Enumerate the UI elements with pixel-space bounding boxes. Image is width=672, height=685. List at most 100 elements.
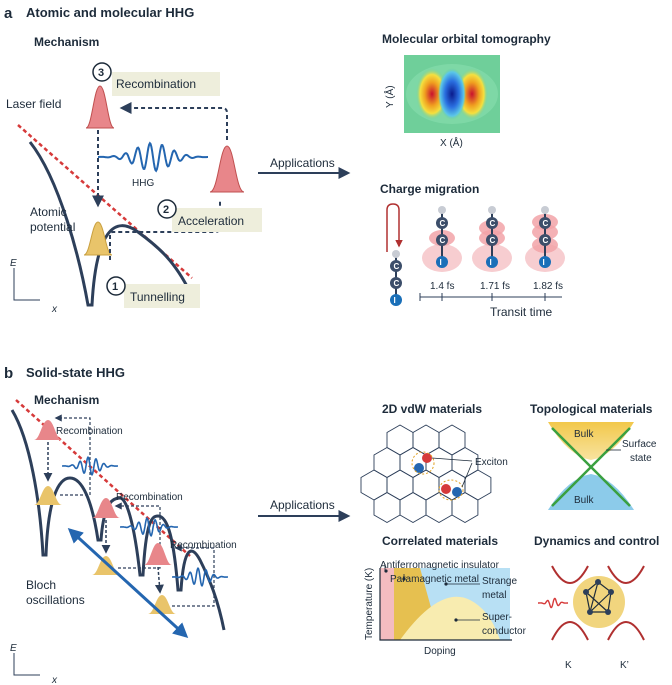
laser-field-label: Laser field — [6, 97, 61, 111]
phase-diagram — [379, 564, 512, 641]
panel-b-letter: b — [4, 365, 13, 382]
axis-x-b: x — [51, 675, 58, 685]
hhg-label: HHG — [132, 178, 154, 189]
atomic-potential-label-1: Atomic — [30, 205, 67, 219]
lattice-cell — [360, 469, 388, 501]
control-pulse — [538, 597, 568, 609]
axis-e-a: E — [10, 258, 17, 269]
lattice-cell — [399, 491, 427, 524]
lattice-cell — [412, 469, 440, 501]
molecule-atom-label: C — [440, 219, 446, 228]
afm-label: Antiferromagnetic insulator — [380, 560, 500, 571]
molecule-h-atom — [541, 206, 549, 214]
panel-a: a Atomic and molecular HHG Mechanism Las… — [4, 5, 565, 319]
strange-metal-label-1: Strange — [482, 576, 517, 587]
step2-label: Acceleration — [178, 214, 244, 228]
surface-label-1: Surface — [622, 439, 657, 450]
molecule-atom — [390, 277, 402, 289]
temperature-label: Temperature (K) — [364, 568, 375, 640]
panel-a-letter: a — [4, 5, 13, 22]
molecule-atom — [486, 217, 498, 229]
molecule-atom — [539, 256, 551, 268]
molecule-atom-label: C — [394, 262, 400, 271]
k-label: K — [565, 660, 572, 671]
valley-kp-upper — [607, 565, 645, 584]
exciton-label: Exciton — [475, 457, 508, 468]
step1-label: Tunnelling — [130, 290, 185, 304]
axis-e-b: E — [10, 643, 17, 654]
molecule-atom — [390, 260, 402, 272]
molecule-atom-label: C — [394, 279, 400, 288]
vdw-title: 2D vdW materials — [382, 402, 482, 416]
lattice-cell — [399, 446, 427, 479]
accelerated-wavepacket — [209, 145, 245, 193]
time-label: 1.4 fs — [430, 281, 454, 292]
step2-circle — [157, 199, 177, 219]
panel-b-title: Solid-state HHG — [26, 365, 125, 380]
transit-time-label: Transit time — [490, 305, 553, 319]
exciton-pair — [411, 451, 473, 501]
tomography-title: Molecular orbital tomography — [382, 32, 551, 46]
bulk-bottom-label: Bulk — [574, 495, 594, 506]
step1-number: 1 — [112, 281, 118, 293]
molecule-atom-label: I — [394, 296, 396, 305]
axis-x-a: x — [51, 304, 58, 315]
recombination-1: Recombination — [34, 414, 123, 505]
valley-k-upper — [551, 565, 589, 584]
lattice-cell — [412, 424, 440, 456]
step3-box — [112, 72, 220, 96]
tomography-y-label: Y (Å) — [383, 85, 396, 108]
molecule-atom-label: I — [440, 258, 442, 267]
lattice-cell — [425, 491, 453, 524]
lattice-cell — [386, 424, 414, 456]
charge-migration-title: Charge migration — [380, 182, 479, 196]
bloch-label-2: oscillations — [26, 593, 85, 607]
recombination-label-3: Recombination — [170, 540, 237, 551]
molecule-atom — [436, 234, 448, 246]
kp-label: K’ — [620, 660, 629, 671]
recombination-label-2: Recombination — [116, 492, 183, 503]
superconductor-label-2: conductor — [482, 626, 527, 637]
axes-a — [13, 268, 40, 301]
molecule-atom-label: C — [543, 236, 549, 245]
bulk-bottom — [548, 474, 634, 510]
panel-a-mechanism: Mechanism — [34, 35, 99, 49]
molecule-atom — [390, 294, 402, 306]
bound-wavepacket — [83, 221, 113, 256]
step1-circle — [106, 276, 126, 296]
step2-box — [172, 208, 262, 232]
time-label: 1.82 fs — [533, 281, 563, 292]
axes-b — [13, 653, 40, 676]
migration-arrow — [386, 203, 403, 252]
atomic-potential-label-2: potential — [30, 220, 75, 234]
returning-wavepacket — [85, 85, 115, 129]
molecule-atom — [539, 234, 551, 246]
molecule-atom-label: I — [543, 258, 545, 267]
topological-title: Topological materials — [530, 402, 653, 416]
lattice-cell — [373, 446, 401, 479]
doping-label: Doping — [424, 646, 456, 657]
recombination-label-1: Recombination — [56, 426, 123, 437]
tunnel-path — [109, 200, 221, 260]
panel-b-mechanism: Mechanism — [34, 393, 99, 407]
lattice-cell — [451, 446, 479, 479]
molecule-atom-label: C — [490, 236, 496, 245]
step2-number: 2 — [163, 204, 169, 216]
strange-metal-label-2: metal — [482, 590, 506, 601]
lattice-cell — [438, 424, 466, 456]
molecule-h-atom — [392, 250, 400, 258]
superconductor-label-1: Super- — [482, 612, 512, 623]
return-path — [119, 102, 228, 140]
hexagonal-lattice — [360, 424, 492, 524]
panel-b: b Solid-state HHG Mechanism Recombinatio… — [4, 365, 659, 685]
hhg-wave — [98, 141, 208, 173]
molecule-atom — [486, 256, 498, 268]
molecule-h-atom — [438, 206, 446, 214]
applications-a-label: Applications — [270, 156, 335, 170]
step3-circle — [92, 62, 112, 82]
tomography-x-label: X (Å) — [440, 136, 463, 149]
pm-label: Paramagnetic metal — [390, 574, 479, 585]
lattice-cell — [464, 469, 492, 501]
